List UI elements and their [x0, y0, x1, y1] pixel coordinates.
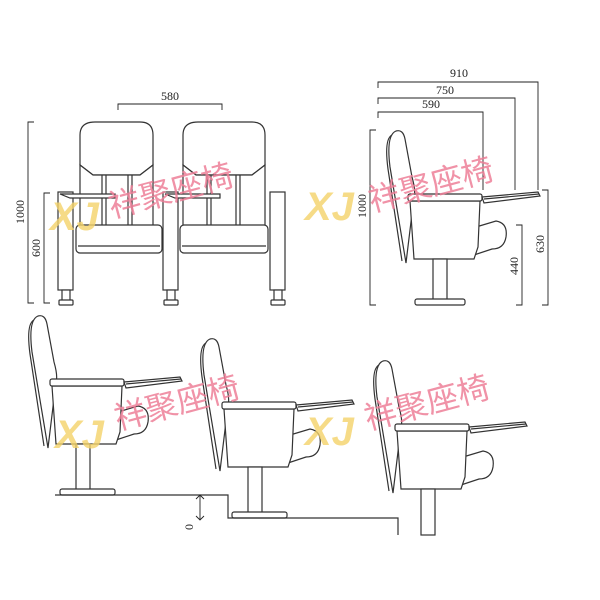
dim-910: 910	[450, 66, 468, 80]
dim-630: 630	[533, 235, 547, 253]
logo-watermark: XJ	[53, 413, 105, 457]
dim-600: 600	[29, 239, 43, 257]
front-view: 580 1000 600	[13, 89, 286, 306]
logo-watermark: XJ	[303, 410, 355, 454]
logo-watermark: XJ	[48, 195, 100, 239]
armrests	[57, 191, 286, 306]
dim-1000-side: 1000	[355, 194, 369, 218]
installation-view: 0	[28, 315, 528, 536]
left-seat	[75, 121, 163, 254]
dim-440: 440	[507, 257, 521, 275]
stepped-floor	[55, 494, 399, 535]
dim-step: 0	[182, 524, 196, 530]
dim-750: 750	[436, 83, 454, 97]
right-seat	[179, 121, 269, 254]
side-view: 910 750 590 1000 630 440	[355, 66, 549, 306]
dim-1000-front: 1000	[13, 200, 27, 224]
dim-580: 580	[161, 89, 179, 103]
dim-590: 590	[422, 97, 440, 111]
logo-watermark: XJ	[303, 185, 355, 229]
